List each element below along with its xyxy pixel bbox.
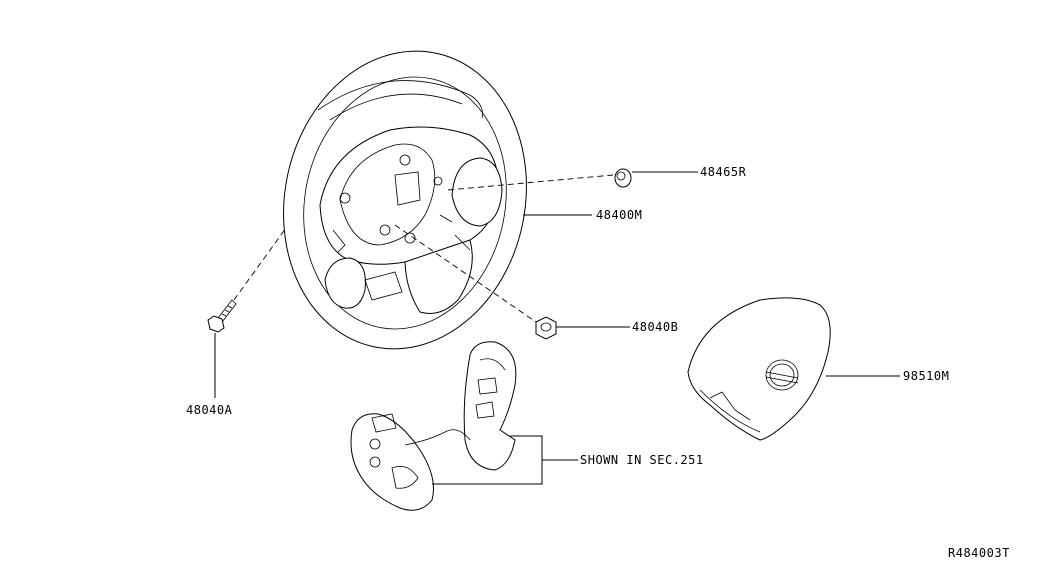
label-shown-in-sec-251: SHOWN IN SEC.251	[580, 453, 704, 467]
label-98510M: 98510M	[903, 369, 949, 383]
wheel-nut-illustration	[535, 316, 557, 340]
diagram-id: R484003T	[948, 546, 1010, 560]
horn-pad-cap-illustration	[614, 168, 632, 188]
label-48040A: 48040A	[186, 403, 233, 417]
airbag-module-illustration	[687, 297, 831, 441]
steering-switch-assemblies-illustration	[350, 341, 517, 511]
label-48465R: 48465R	[700, 165, 747, 179]
label-48400M: 48400M	[596, 208, 642, 222]
wheel-bolt-illustration	[207, 299, 237, 333]
steering-wheel-illustration	[283, 50, 527, 350]
label-48040B: 48040B	[632, 320, 678, 334]
